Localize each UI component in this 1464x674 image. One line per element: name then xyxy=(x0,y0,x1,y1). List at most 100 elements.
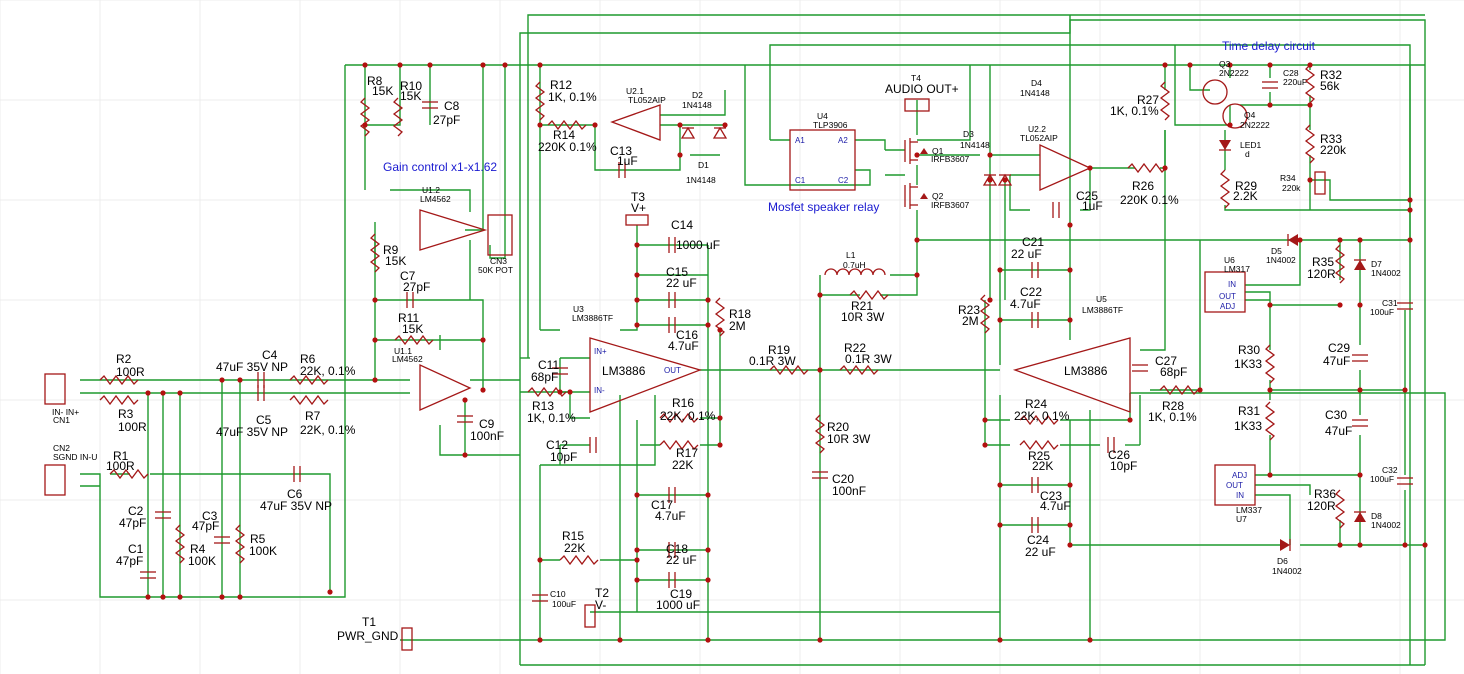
label-r9-value: 15K xyxy=(385,254,406,268)
label-r7: R7 xyxy=(305,409,321,423)
optocoupler-u4 xyxy=(789,129,856,191)
pin-u3-in-minus: IN- xyxy=(594,386,605,395)
junction-dot xyxy=(1127,417,1133,423)
resistor-r2 xyxy=(99,374,139,386)
capacitor-c20 xyxy=(812,471,828,479)
pin-u6-out: OUT xyxy=(1219,292,1236,301)
testpoint-t3 xyxy=(625,214,649,226)
label-c5-value: 47uF 35V NP xyxy=(216,425,288,439)
label-r6-value: 22K, 0.1% xyxy=(300,364,356,378)
label-c12: C12 xyxy=(546,438,568,452)
label-r23: R23 xyxy=(958,303,980,317)
label-r25: R25 xyxy=(1028,449,1050,463)
label-cn3: CN3 xyxy=(490,256,507,266)
resistor-r24 xyxy=(1019,414,1059,426)
junction-dot xyxy=(1067,267,1073,273)
junction-dot xyxy=(634,322,640,328)
diode-d1 xyxy=(712,126,728,139)
label-c3: C3 xyxy=(202,509,218,523)
label-u6: U6 xyxy=(1224,255,1235,265)
transistor-q4 xyxy=(1222,103,1248,129)
label-r26-value: 220K 0.1% xyxy=(1120,193,1179,207)
junction-dot xyxy=(705,637,711,643)
junction-dot xyxy=(1357,542,1363,548)
label-u3-value: LM3886TF xyxy=(572,313,613,323)
junction-dot xyxy=(237,594,243,600)
label-d6-value: 1N4002 xyxy=(1272,566,1302,576)
label-r29-value: 2.2K xyxy=(1233,189,1258,203)
pin-u7-out: OUT xyxy=(1226,481,1243,490)
label-r17: R17 xyxy=(676,446,698,460)
label-c26-value: 10pF xyxy=(1110,459,1137,473)
label-r14: R14 xyxy=(553,128,575,142)
label-c24: C24 xyxy=(1027,533,1049,547)
label-c9: C9 xyxy=(479,417,495,431)
resistor-r6 xyxy=(289,374,329,386)
label-r33: R33 xyxy=(1320,132,1342,146)
label-d4: D4 xyxy=(1031,78,1042,88)
resistor-r16 xyxy=(659,412,699,424)
label-u2-2-value: TL052AIP xyxy=(1020,133,1058,143)
capacitor-c17 xyxy=(668,487,676,503)
label-c25: C25 xyxy=(1076,189,1098,203)
junction-dot xyxy=(817,292,823,298)
resistor-r33 xyxy=(1304,124,1316,164)
junction-dot xyxy=(677,152,683,158)
label-t4-value: AUDIO OUT+ xyxy=(885,82,959,96)
label-r21: R21 xyxy=(851,299,873,313)
junction-dot xyxy=(617,637,623,643)
label-r4-value: 100K xyxy=(188,554,216,568)
junction-dot xyxy=(705,322,711,328)
junction-dot xyxy=(634,577,640,583)
label-r19: R19 xyxy=(768,343,790,357)
junction-dot xyxy=(480,62,486,68)
junction-dot xyxy=(997,522,1003,528)
label-u7: U7 xyxy=(1236,514,1247,524)
label-c31-value: 100uF xyxy=(1370,307,1394,317)
mosfet-q2 xyxy=(904,183,928,209)
junction-dot xyxy=(705,492,711,498)
label-q3: Q3 xyxy=(1219,59,1231,69)
junction-dot xyxy=(537,122,543,128)
label-c22: C22 xyxy=(1020,285,1042,299)
label-c10-value: 100uF xyxy=(552,599,576,609)
capacitor-c32 xyxy=(1397,477,1413,485)
diode-d5 xyxy=(1287,234,1298,246)
resistor-r11 xyxy=(394,334,434,346)
diode-d7 xyxy=(1354,259,1366,270)
label-r13-value: 1K, 0.1% xyxy=(527,411,576,425)
junction-dot xyxy=(1297,237,1303,243)
testpoint-t4 xyxy=(904,98,930,112)
label-r24: R24 xyxy=(1025,397,1047,411)
label-r2: R2 xyxy=(116,352,132,366)
label-c20-value: 100nF xyxy=(832,484,866,498)
junction-dot xyxy=(1307,102,1313,108)
label-u7-value: LM337 xyxy=(1236,505,1262,515)
opamp-u2-2 xyxy=(1039,143,1092,191)
label-c3-value: 47pF xyxy=(192,519,219,533)
label-r19-value: 0.1R 3W xyxy=(749,354,796,368)
label-d7-value: 1N4002 xyxy=(1371,268,1401,278)
capacitor-c2 xyxy=(155,511,171,519)
junction-dot xyxy=(982,442,988,448)
label-r21-value: 10R 3W xyxy=(841,310,885,324)
label-c26: C26 xyxy=(1108,448,1130,462)
resistor-r23 xyxy=(979,294,991,334)
pin-u6-in: IN xyxy=(1228,280,1236,289)
label-c4-value: 47uF 35V NP xyxy=(216,360,288,374)
pin-u4-a1: A1 xyxy=(795,136,805,145)
led-led1 xyxy=(1219,140,1231,151)
label-u1-2: U1.2 xyxy=(422,185,440,195)
label-c29-value: 47uF xyxy=(1323,354,1350,368)
capacitor-c28 xyxy=(1262,81,1278,89)
label-c28: C28 xyxy=(1283,68,1299,78)
label-r28: R28 xyxy=(1162,399,1184,413)
junction-dot xyxy=(705,297,711,303)
junction-dot xyxy=(327,589,333,595)
capacitor-c12 xyxy=(589,437,597,453)
junction-dot xyxy=(1402,387,1408,393)
junction-dot xyxy=(462,397,468,403)
junction-dot xyxy=(634,242,640,248)
capacitor-c6 xyxy=(293,466,301,482)
label-r7-value: 22K, 0.1% xyxy=(300,423,356,437)
